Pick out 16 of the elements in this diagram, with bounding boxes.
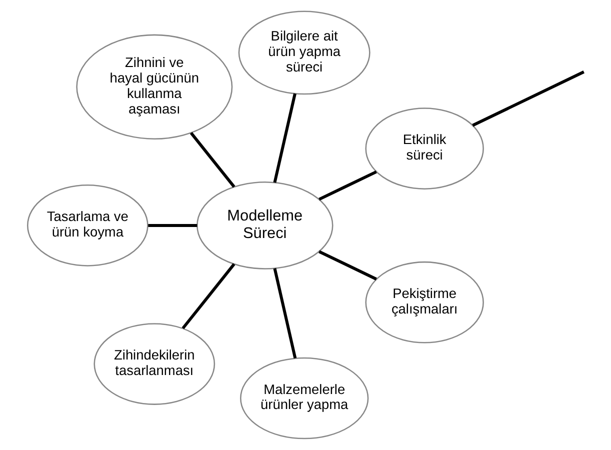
connector — [189, 132, 235, 188]
connector — [318, 250, 376, 280]
node-ellipse: Bilgilere ait ürün yapma süreci — [238, 10, 370, 95]
connector — [472, 70, 584, 127]
node-ellipse: Zihindekilerin tasarlanması — [93, 323, 215, 405]
connector — [181, 263, 235, 330]
node-ellipse: Tasarlama ve ürün koyma — [26, 184, 148, 266]
node-ellipse: Malzemelerle ürünler yapma — [240, 357, 368, 440]
node-ellipse: Modelleme Süreci — [196, 182, 333, 270]
connector — [272, 268, 296, 359]
node-ellipse: Pekiştirme çalışmaları — [364, 261, 484, 344]
node-ellipse: Zihnini ve hayal gücünün kullanma aşaması — [76, 34, 232, 140]
connector — [148, 224, 197, 227]
connector — [318, 170, 376, 201]
connector — [272, 93, 296, 183]
node-ellipse: Etkinlik süreci — [364, 108, 484, 190]
